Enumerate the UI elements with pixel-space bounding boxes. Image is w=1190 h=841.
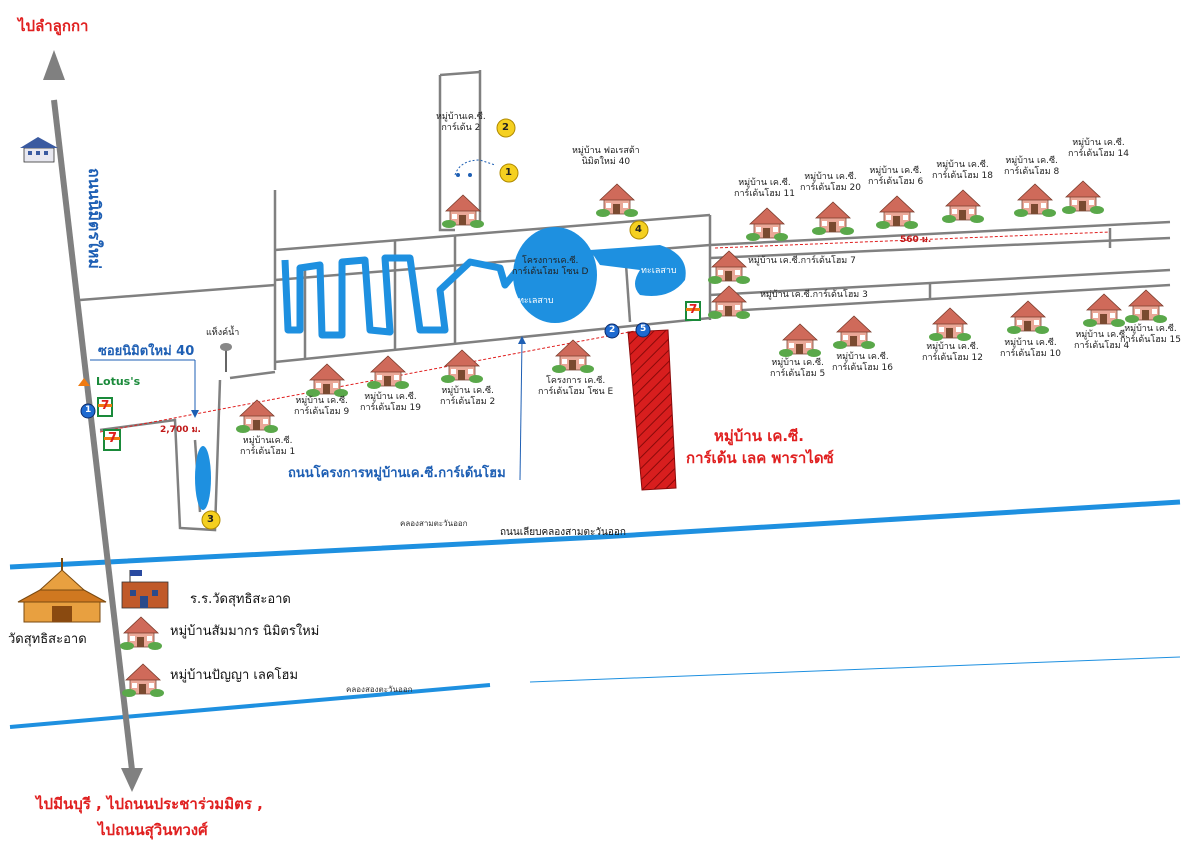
marker-4: 4 [635, 224, 642, 235]
distance-2700-label: 2,700 ม. [160, 425, 201, 435]
distance-dashed-line [99, 329, 641, 433]
lotus-label: Lotus's [96, 375, 141, 388]
project-zone-e: โครงการ เค.ซี.การ์เด้นโฮม โซน E [538, 376, 614, 397]
south-direction-label-2: ไปถนนสุวินทวงศ์ [98, 821, 208, 839]
temple-icon [17, 558, 107, 623]
project-zone-d: โครงการเค.ซี.การ์เด้นโฮม โซน D [512, 256, 589, 277]
village-forestar: หมู่บ้าน ฟอเรสต้านิมิตใหม่ 40 [572, 146, 640, 167]
seven-label-2: 7 [108, 431, 118, 446]
project-road-label: ถนนโครงการหมู่บ้านเค.ซี.การ์เด้นโฮม [288, 466, 506, 481]
village-kc3: หมู่บ้าน เค.ซี.การ์เด้นโฮม 3 [760, 290, 868, 300]
main-road-label: ถนนนิมิตรใหม่ [85, 168, 104, 269]
building-icon [20, 137, 58, 163]
blue-marker-2: 2 [609, 325, 616, 335]
seven-label-3: 7 [689, 302, 698, 316]
highlight-title-1: หมู่บ้าน เค.ซี. [714, 427, 804, 445]
north-direction-label: ไปลำลูกกา [18, 17, 89, 35]
canal-two-label: คลองสองตะวันออก [346, 685, 413, 694]
village-kc20: หมู่บ้าน เค.ซี.การ์เด้นโฮม 20 [800, 172, 861, 193]
school-label: ร.ร.วัดสุทธิสะอาด [190, 592, 291, 607]
main-road [43, 50, 143, 792]
blue-marker-5: 5 [640, 324, 647, 334]
village-kc9: หมู่บ้าน เค.ซี.การ์เด้นโฮม 9 [294, 396, 350, 417]
village-kc5: หมู่บ้าน เค.ซี.การ์เด้นโฮม 5 [770, 358, 826, 379]
blue-marker-1: 1 [85, 405, 92, 415]
marker-1: 1 [505, 167, 512, 178]
canal-three-label: คลองสามตะวันออก [400, 519, 468, 528]
blue-markers [80, 322, 651, 419]
water-tower-label: แท็งค์น้ำ [206, 328, 240, 338]
sammakorn-label: หมู่บ้านสัมมากร นิมิตรใหม่ [170, 624, 320, 639]
marker-3: 3 [207, 514, 214, 525]
village-kc16: หมู่บ้าน เค.ซี.การ์เด้นโฮม 16 [832, 352, 893, 373]
village-kc7: หมู่บ้าน เค.ซี.การ์เด้นโฮม 7 [748, 256, 856, 266]
canal-road-label: ถนนเลียบคลองสามตะวันออก [500, 527, 626, 538]
village-kc14: หมู่บ้าน เค.ซี.การ์เด้นโฮม 14 [1068, 138, 1129, 159]
village-kc11: หมู่บ้าน เค.ซี.การ์เด้นโฮม 11 [734, 178, 795, 199]
seven-label-1: 7 [101, 398, 110, 412]
temple-label: วัดสุทธิสะอาด [8, 632, 87, 647]
village-kc15: หมู่บ้าน เค.ซี.การ์เด้นโฮม 15 [1120, 324, 1181, 345]
village-kc2: หมู่บ้าน เค.ซี.การ์เด้นโฮม 2 [440, 386, 496, 407]
village-kc18: หมู่บ้าน เค.ซี.การ์เด้นโฮม 18 [932, 160, 993, 181]
distance-dashed-line-560 [714, 231, 1111, 249]
panya-label: หมู่บ้านปัญญา เลคโฮม [170, 668, 299, 683]
lakes [195, 227, 686, 510]
seven-eleven-icons [97, 301, 701, 451]
village-kc8: หมู่บ้าน เค.ซี.การ์เด้นโฮม 8 [1004, 156, 1060, 177]
marker-2: 2 [502, 122, 509, 133]
road-network [79, 70, 1171, 532]
highlight-title-2: การ์เด้น เลค พาราไดซ์ [686, 449, 834, 467]
water-tower-icon [220, 343, 232, 372]
canal-lines [9, 499, 1181, 729]
village-kc4: หมู่บ้าน เค.ซี.การ์เด้นโฮม 4 [1074, 330, 1130, 351]
lotus-logo [78, 378, 90, 386]
school-icon [121, 570, 169, 609]
village-kc-garden2: หมู่บ้านเค.ซี.การ์เด้น 2 [436, 112, 486, 133]
village-kc1: หมู่บ้านเค.ซี.การ์เด้นโฮม 1 [240, 436, 296, 457]
village-kc6: หมู่บ้าน เค.ซี.การ์เด้นโฮม 6 [868, 166, 924, 187]
distance-560-label: 560 ม. [900, 235, 932, 245]
yellow-markers [201, 118, 649, 530]
village-kc10: หมู่บ้าน เค.ซี.การ์เด้นโฮม 10 [1000, 338, 1061, 359]
soi-label: ซอยนิมิตใหม่ 40 [98, 344, 195, 359]
highlighted-plot[interactable] [627, 329, 677, 491]
village-kc19: หมู่บ้าน เค.ซี.การ์เด้นโฮม 19 [360, 392, 421, 413]
lake2-label: ทะเลสาบ [641, 266, 677, 276]
village-kc12: หมู่บ้าน เค.ซี.การ์เด้นโฮม 12 [922, 342, 983, 363]
lake1-label: ทะเลสาบ [518, 296, 554, 306]
south-direction-label-1: ไปมีนบุรี , ไปถนนประชาร่วมมิตร , [36, 795, 263, 813]
